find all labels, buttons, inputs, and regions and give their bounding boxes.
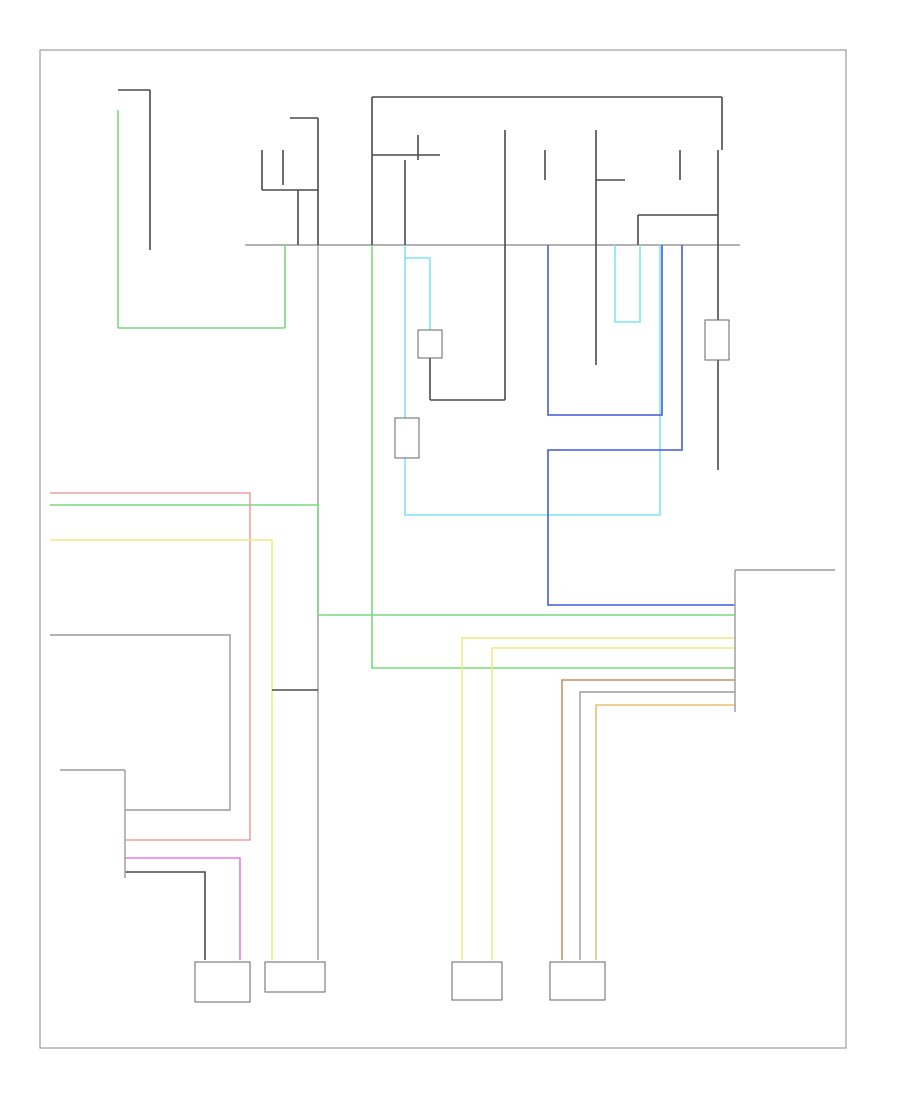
- relay-group-2: [371, 97, 440, 245]
- right-module-connector: [734, 569, 835, 712]
- component-box-3: [704, 319, 730, 361]
- wire-red: [50, 492, 251, 841]
- bottom-component-yellow: [451, 961, 503, 1001]
- wire-brown: [561, 679, 735, 960]
- relay-group-4: [637, 97, 723, 245]
- wire-green-1: [50, 504, 735, 616]
- left-module-connector: [60, 769, 126, 878]
- component-box-1: [417, 329, 443, 359]
- wire-orange: [595, 704, 735, 960]
- bottom-component-right: [549, 961, 606, 1001]
- wire-green-2: [371, 245, 735, 669]
- ground-component-left: [117, 89, 286, 329]
- wire-pink: [125, 857, 241, 960]
- relay-group-1: [261, 117, 319, 245]
- wire-black-motor: [125, 871, 206, 960]
- wire-yellow-1: [50, 539, 273, 960]
- relay-group-3: [430, 130, 625, 401]
- wire-blue-2: [547, 245, 735, 606]
- wire-blue-1: [547, 245, 663, 416]
- bottom-component-white-wire: [264, 961, 326, 993]
- wire-yellow-3: [491, 647, 735, 960]
- wire-gray-left: [50, 634, 231, 811]
- bottom-component-motor: [194, 961, 251, 1003]
- wire-cyan-2: [404, 245, 661, 516]
- wire-cyan-3: [614, 245, 641, 323]
- component-box-2: [394, 417, 420, 459]
- diagram-frame: [39, 49, 847, 1049]
- wire-gray-right: [579, 691, 735, 960]
- wire-yellow-2: [461, 637, 735, 960]
- wire-cyan-1: [404, 245, 431, 330]
